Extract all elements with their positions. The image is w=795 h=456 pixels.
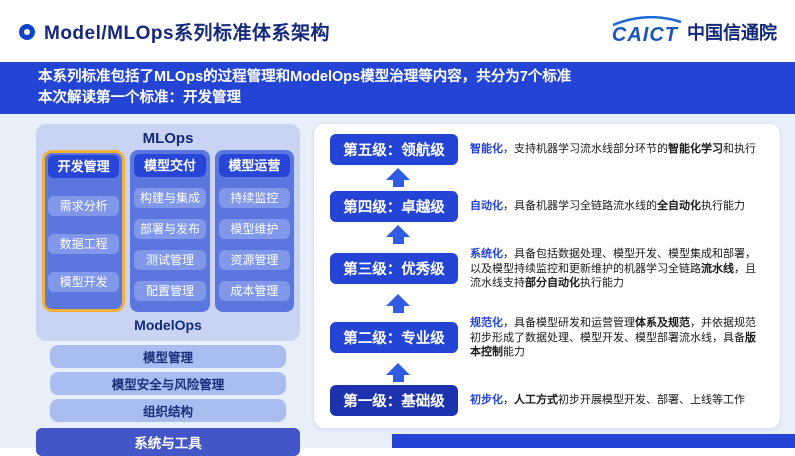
column-item: 模型开发 [48,272,120,292]
mlops-panel: MLOps 开发管理 需求分析 数据工程 模型开发 模型交付 构建与集成 [36,124,300,341]
standards-panel: MLOps 开发管理 需求分析 数据工程 模型开发 模型交付 构建与集成 [36,124,300,456]
desc-text: 能力 [503,346,525,358]
desc-keyword: 系统化 [470,248,503,260]
desc-bold: 部分自动化 [525,277,580,289]
desc-text: 和执行 [723,143,756,156]
column-item: 持续监控 [218,188,290,208]
column-model-operation: 模型运营 持续监控 模型维护 资源管理 成本管理 [214,150,294,312]
column-items: 构建与集成 部署与发布 测试管理 配置管理 [134,181,206,308]
column-item: 构建与集成 [134,188,206,208]
desc-text: ，具备包括数据处理、模型开发、模型集成和部署，以及模型持续监控和更新维护的机器学… [470,248,756,275]
column-item: 配置管理 [134,281,206,301]
desc-keyword: 智能化 [470,143,503,156]
column-item: 部署与发布 [134,219,206,239]
up-arrow-icon [386,362,410,382]
level-2-desc: 规范化，具备模型研发和运营管理体系及规范，并依据规范初步形成了数据处理、模型开发… [470,316,766,360]
desc-text: ，且流水线支持 [470,262,756,290]
level-3-button: 第三级：优秀级 [330,253,458,285]
column-header: 模型运营 [218,154,290,177]
column-header: 模型交付 [134,154,206,177]
content-area: MLOps 开发管理 需求分析 数据工程 模型开发 模型交付 构建与集成 [0,114,795,456]
column-items: 需求分析 数据工程 模型开发 [48,182,120,306]
column-items: 持续监控 模型维护 资源管理 成本管理 [218,181,290,308]
intro-banner: 本系列标准包括了MLOps的过程管理和ModelOps模型治理等内容，共分为7个… [0,62,795,114]
level-1-button: 第一级：基础级 [330,385,458,416]
bar-systems-tools: 系统与工具 [36,428,300,456]
desc-text: 初步开展模型开发、部署、上线等工作 [558,394,745,407]
column-item: 模型维护 [218,219,290,239]
desc-bold: 智能化学习 [668,143,723,156]
level-3-row: 第三级：优秀级 系统化，具备包括数据处理、模型开发、模型集成和部署，以及模型持续… [330,247,766,291]
bar-model-management: 模型管理 [50,345,286,368]
desc-keyword: 规范化 [470,317,503,329]
column-dev-management: 开发管理 需求分析 数据工程 模型开发 [42,150,126,312]
column-item: 需求分析 [48,196,120,216]
level-3-desc: 系统化，具备包括数据处理、模型开发、模型集成和部署，以及模型持续监控和更新维护的… [470,247,766,291]
desc-bold: 流水线 [701,262,734,275]
column-model-delivery: 模型交付 构建与集成 部署与发布 测试管理 配置管理 [130,150,210,312]
desc-keyword: 初步化 [470,394,503,407]
caict-logo: CAICT 中国信通院 [612,16,777,47]
desc-bold: 体系及规范 [635,317,690,329]
desc-text: 执行能力 [580,277,624,289]
desc-text: ，具备模型研发和运营管理 [503,317,635,329]
level-5-row: 第五级：领航级 智能化，支持机器学习流水线部分环节的智能化学习和执行 [330,134,766,165]
logo-brand-wrap: CAICT [611,16,682,47]
logo-name: 中国信通院 [687,22,777,43]
mlops-columns: 开发管理 需求分析 数据工程 模型开发 模型交付 构建与集成 部署与发布 测试管… [42,150,294,312]
modelops-title: ModelOps [134,317,202,333]
level-4-desc: 自动化，具备机器学习全链路流水线的全自动化执行能力 [470,199,766,214]
up-arrow-icon [386,168,410,188]
up-arrow-icon [386,293,410,313]
header: Model/MLOps系列标准体系架构 CAICT 中国信通院 [0,0,795,62]
up-arrow-icon [386,224,410,244]
desc-bold: 全自动化 [657,199,701,212]
level-1-desc: 初步化，人工方式初步开展模型开发、部署、上线等工作 [470,393,766,408]
bar-org-structure: 组织结构 [50,399,286,422]
level-2-row: 第二级：专业级 规范化，具备模型研发和运营管理体系及规范，并依据规范初步形成了数… [330,316,766,360]
desc-text: ，具备机器学习全链路流水线的 [503,199,657,212]
footer-accent-bar [392,434,795,448]
logo-swoosh-icon [612,16,682,26]
level-5-desc: 智能化，支持机器学习流水线部分环节的智能化学习和执行 [470,142,766,157]
desc-text: 执行能力 [701,199,745,212]
level-4-button: 第四级：卓越级 [330,190,458,222]
page-title: Model/MLOps系列标准体系架构 [44,23,331,44]
desc-text: ，并依据规范初步形成了数据处理、模型开发、模型部署流水线，具备 [470,317,756,344]
level-2-button: 第二级：专业级 [330,322,458,354]
banner-line2: 本次解读第一个标准：开发管理 [38,90,241,106]
mlops-title: MLOps [142,130,194,147]
level-4-row: 第四级：卓越级 自动化，具备机器学习全链路流水线的全自动化执行能力 [330,190,766,222]
logo-brand: CAICT [611,24,678,46]
column-item: 成本管理 [218,281,290,301]
column-header: 开发管理 [48,155,120,178]
desc-bold: 人工方式 [514,394,558,407]
desc-text: ， [503,394,514,407]
maturity-panel: 第五级：领航级 智能化，支持机器学习流水线部分环节的智能化学习和执行 第四级：卓… [314,124,780,428]
column-item: 数据工程 [48,234,120,254]
bullet-dot-icon [19,24,35,40]
desc-bold: 版本控制 [470,331,756,359]
level-5-button: 第五级：领航级 [330,134,458,165]
bar-model-security: 模型安全与风险管理 [50,372,286,395]
level-1-row: 第一级：基础级 初步化，人工方式初步开展模型开发、部署、上线等工作 [330,385,766,416]
desc-keyword: 自动化 [470,199,503,212]
desc-text: ，支持机器学习流水线部分环节的 [503,143,668,156]
column-item: 测试管理 [134,250,206,270]
column-item: 资源管理 [218,250,290,270]
banner-line1: 本系列标准包括了MLOps的过程管理和ModelOps模型治理等内容，共分为7个… [38,69,572,85]
